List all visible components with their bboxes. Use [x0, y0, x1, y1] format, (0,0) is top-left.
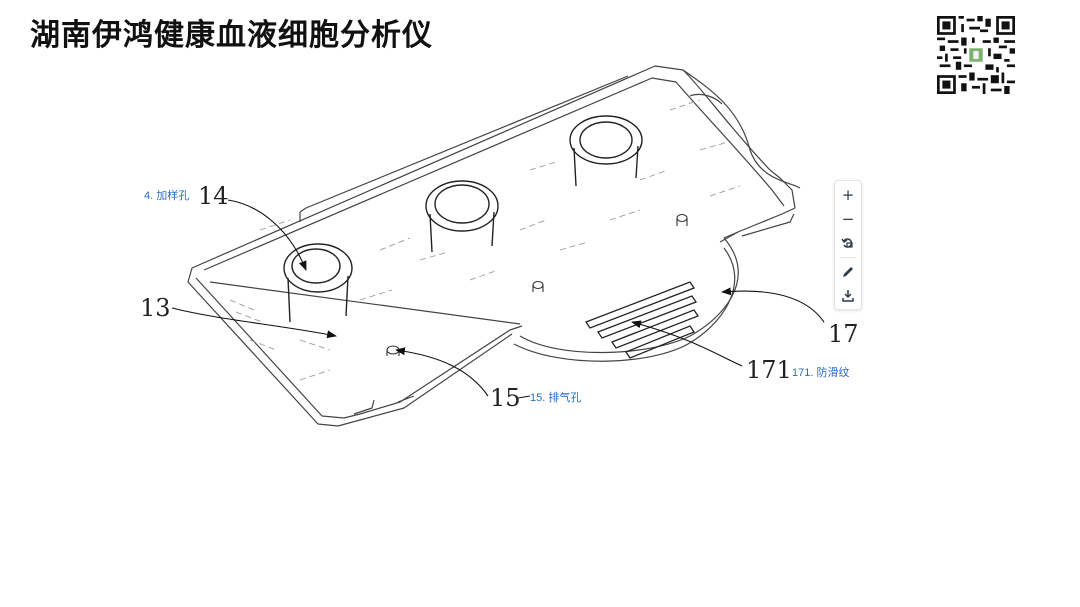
toolbar-divider [840, 257, 856, 258]
ref-number-17: 17 [828, 320, 859, 348]
rotate-button[interactable] [835, 231, 861, 255]
annotation-anti-slip: 171. 防滑纹 [792, 367, 850, 379]
leader-14 [227, 199, 307, 271]
rotate-icon [841, 238, 853, 248]
download-button[interactable] [835, 284, 861, 308]
cartridge-body [187, 65, 801, 427]
ref-number-14: 14 [198, 182, 229, 210]
leader-171 [631, 320, 743, 367]
annotation-vent-hole: 15. 排气孔 [530, 392, 582, 404]
anti-slip-ribs [585, 281, 699, 359]
zoom-out-button[interactable]: − [841, 210, 855, 228]
edit-button[interactable] [835, 260, 861, 284]
sample-holes [283, 115, 643, 323]
pencil-icon [843, 267, 853, 277]
leader-13 [171, 307, 337, 339]
image-toolbar: + − [834, 180, 862, 310]
ref-number-171: 171 [746, 356, 792, 384]
qr-code-icon [937, 16, 1015, 94]
ref-number-15: 15 [490, 384, 521, 412]
leader-17 [721, 287, 825, 323]
slide-title: 湖南伊鸿健康血液细胞分析仪 [30, 18, 433, 53]
zoom-in-button[interactable]: + [841, 186, 855, 204]
ref-number-13: 13 [140, 294, 171, 322]
leader-15 [395, 347, 489, 397]
annotation-sample-hole: 4. 加样孔 [144, 190, 190, 202]
download-icon [842, 290, 854, 302]
